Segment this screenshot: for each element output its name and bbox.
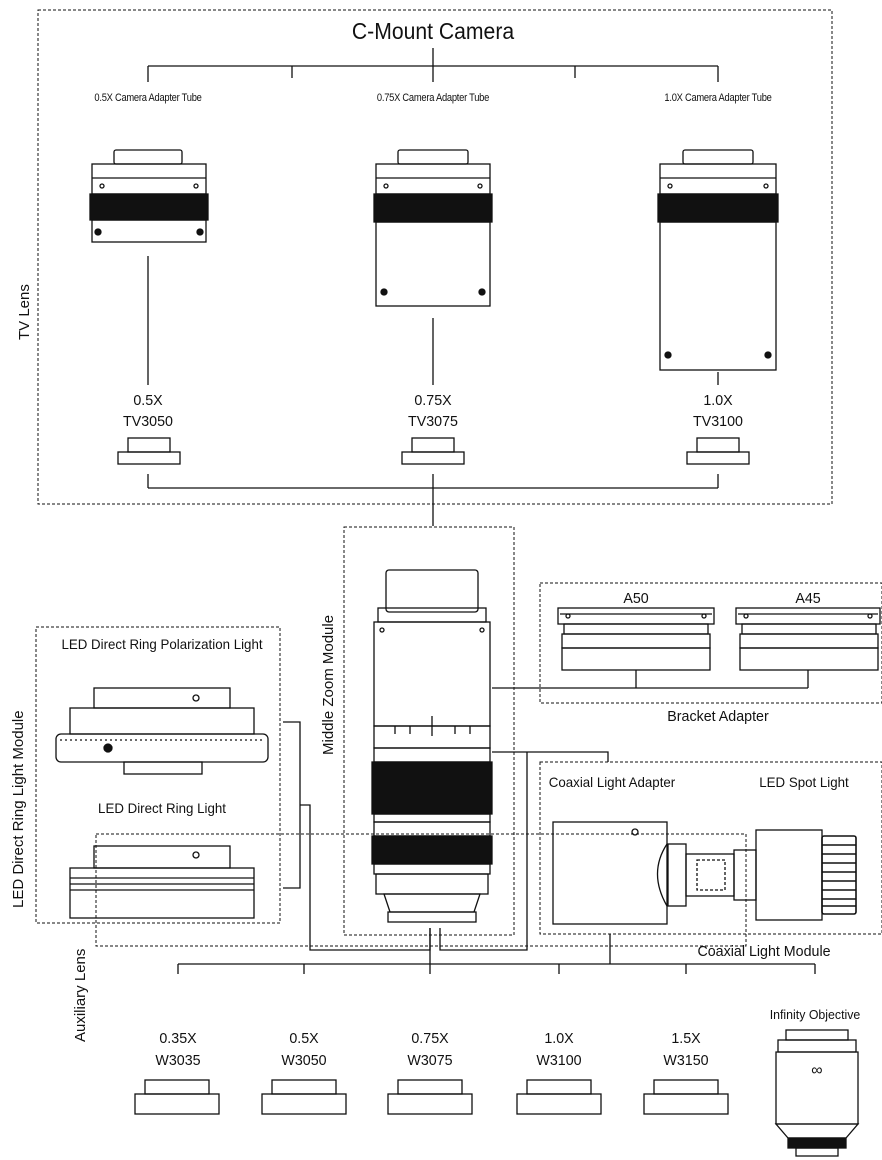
ring-light-module-box [35,626,281,924]
ring-light-label: LED Direct Ring Light [98,800,226,816]
bracket-adapter-a50-part [557,607,715,671]
auxiliary-lens-side-label: Auxiliary Lens [72,948,89,1042]
led-spot-light-part [733,829,857,921]
tv-lens-code-tv3050: TV3050 [123,413,173,430]
infinity-objective-part [774,1029,860,1157]
auxiliary-lens-part-0-75x [387,1079,473,1115]
aux-lens-mag-0-75x: 0.75X [411,1030,449,1047]
tv-lens-part-1-0x [686,437,750,465]
ring-polarization-light-label: LED Direct Ring Polarization Light [61,636,263,652]
c-mount-camera-title: C-Mount Camera [351,18,515,44]
tv-lens-mag-0-5x: 0.5X [133,392,163,409]
bracket-adapter-a45-part [735,607,881,671]
aux-lens-code-w3075: W3075 [407,1052,453,1069]
led-spot-light-label: LED Spot Light [759,774,849,790]
infinity-objective-label: Infinity Objective [769,1007,861,1022]
coaxial-adapter-part [552,821,735,925]
bracket-module-box [539,582,882,704]
middle-zoom-module-label: Middle Zoom Module [320,614,337,755]
aux-lens-mag-1-0x: 1.0X [544,1030,574,1047]
ring-light-part [69,845,255,919]
camera-adapter-tube-0-5x [89,149,209,243]
camera-adapter-tube-1-0x [657,149,779,371]
coaxial-adapter-label: Coaxial Light Adapter [548,774,676,790]
tv-connector-lines [147,48,719,526]
coaxial-light-module-label: Coaxial Light Module [697,943,831,960]
auxiliary-connector-lines [177,928,816,974]
ring-polarization-light-part [55,687,269,775]
bracket-connector-lines [492,670,809,689]
aux-lens-mag-1-5x: 1.5X [671,1030,701,1047]
bracket-adapter-label: Bracket Adapter [667,708,769,725]
tv-lens-side-label: TV Lens [16,284,33,340]
auxiliary-lens-part-0-5x [261,1079,347,1115]
auxiliary-lens-part-1-5x [643,1079,729,1115]
aux-lens-code-w3100: W3100 [536,1052,582,1069]
infinity-symbol-icon: ∞ [811,1062,823,1079]
coaxial-module-box [539,761,882,935]
tv-lens-module-box [37,9,833,505]
tv-lens-part-0-75x [401,437,465,465]
coaxial-connector-lines [439,751,611,964]
bracket-label-a50: A50 [623,590,649,607]
tv-lens-code-tv3100: TV3100 [693,413,743,430]
auxiliary-lens-part-0-35x [134,1079,220,1115]
ring-light-module-side-label: LED Direct Ring Light Module [10,710,27,908]
adapter-label-0-5x: 0.5X Camera Adapter Tube [94,92,202,104]
aux-lens-code-w3035: W3035 [155,1052,201,1069]
aux-lens-code-w3050: W3050 [281,1052,327,1069]
zoom-body [371,569,493,923]
zoom-module-box [343,526,515,936]
aux-lens-mag-0-5x: 0.5X [289,1030,319,1047]
adapter-label-1-0x: 1.0X Camera Adapter Tube [664,92,772,104]
adapter-label-0-75x: 0.75X Camera Adapter Tube [376,92,490,104]
tv-lens-mag-1-0x: 1.0X [703,392,733,409]
auxiliary-lens-part-1-0x [516,1079,602,1115]
aux-lens-code-w3150: W3150 [663,1052,709,1069]
tv-lens-mag-0-75x: 0.75X [414,392,452,409]
tv-lens-part-0-5x [117,437,181,465]
aux-lens-mag-0-35x: 0.35X [159,1030,197,1047]
tv-lens-code-tv3075: TV3075 [408,413,458,430]
bracket-label-a45: A45 [795,590,821,607]
camera-adapter-tube-0-75x [373,149,493,307]
